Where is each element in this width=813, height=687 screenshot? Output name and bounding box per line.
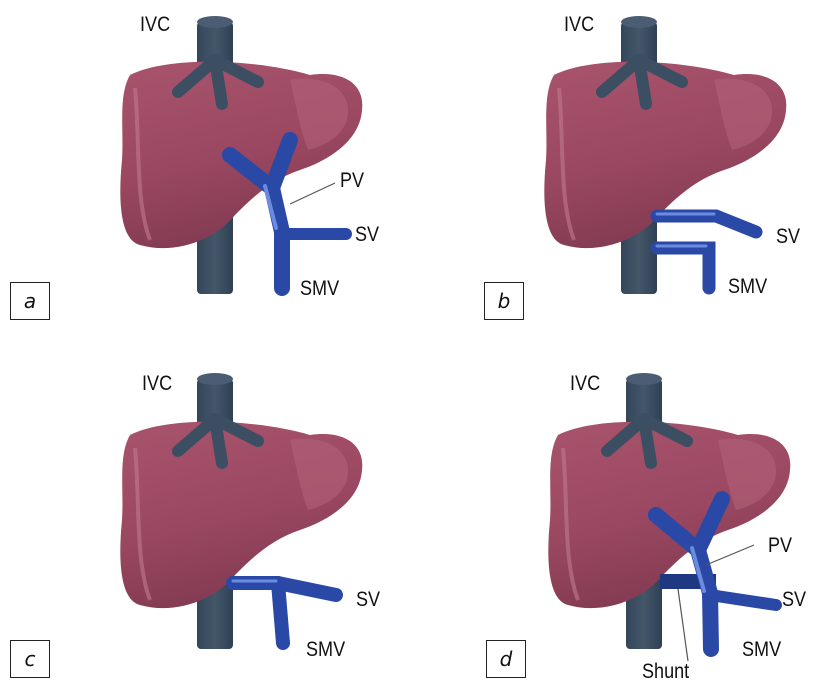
panel-c: IVC SV SMV c [0, 343, 406, 686]
label-sv: SV [782, 589, 806, 611]
label-smv: SMV [306, 639, 345, 661]
panel-label-a: a [10, 282, 50, 320]
label-smv: SMV [300, 278, 339, 300]
shunt-leader [678, 589, 688, 661]
panel-d: IVC PV SV SMV Shunt d [406, 343, 812, 686]
label-ivc: IVC [142, 373, 172, 395]
panel-label-b: b [484, 282, 524, 320]
label-shunt: Shunt [642, 661, 689, 683]
portal-vein [230, 140, 346, 288]
label-smv: SMV [728, 276, 767, 298]
pv-leader [290, 183, 335, 204]
panel-c-illustration [0, 343, 406, 686]
panel-a: IVC PV SV SMV a [0, 0, 406, 343]
panel-label-d: d [486, 640, 526, 678]
label-ivc: IVC [570, 373, 600, 395]
panel-d-illustration [406, 343, 812, 686]
label-smv: SMV [742, 639, 781, 661]
label-pv: PV [340, 170, 364, 192]
label-sv: SV [776, 226, 800, 248]
panel-label-c: c [10, 640, 50, 678]
label-ivc: IVC [140, 14, 170, 36]
label-ivc: IVC [564, 14, 594, 36]
label-sv: SV [355, 224, 379, 246]
pv-leader [706, 545, 754, 565]
label-pv: PV [768, 535, 792, 557]
panel-b: IVC SV SMV b [406, 0, 812, 343]
label-sv: SV [356, 589, 380, 611]
portal-vessels [233, 581, 336, 643]
